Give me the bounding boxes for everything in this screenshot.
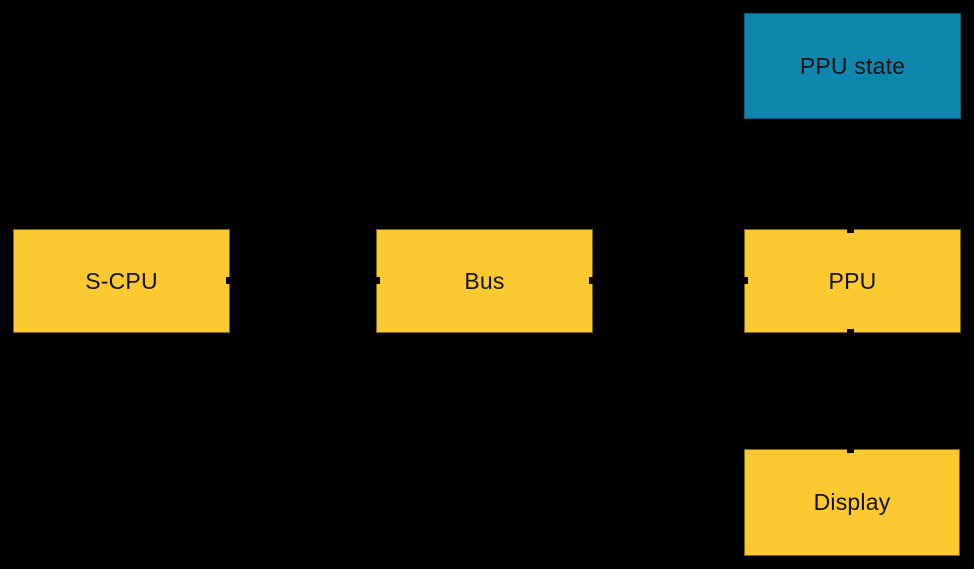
node-scpu-label: S-CPU bbox=[85, 267, 158, 294]
node-ppu: PPU bbox=[744, 229, 961, 333]
connector-notch bbox=[376, 277, 380, 284]
node-scpu: S-CPU bbox=[13, 229, 230, 333]
node-ppu-state-label: PPU state bbox=[799, 52, 906, 79]
node-bus-label: Bus bbox=[464, 267, 505, 294]
connector-notch bbox=[589, 277, 593, 284]
node-bus: Bus bbox=[376, 229, 593, 333]
node-display-label: Display bbox=[813, 489, 891, 515]
node-display: Display bbox=[744, 449, 960, 556]
connector-notch bbox=[744, 277, 748, 284]
connector-notch bbox=[847, 329, 854, 333]
connector-notch bbox=[847, 449, 854, 453]
node-ppu-state: PPU state bbox=[744, 13, 961, 119]
node-ppu-label: PPU bbox=[828, 267, 877, 294]
connector-notch bbox=[847, 229, 854, 233]
connector-notch bbox=[226, 277, 230, 284]
